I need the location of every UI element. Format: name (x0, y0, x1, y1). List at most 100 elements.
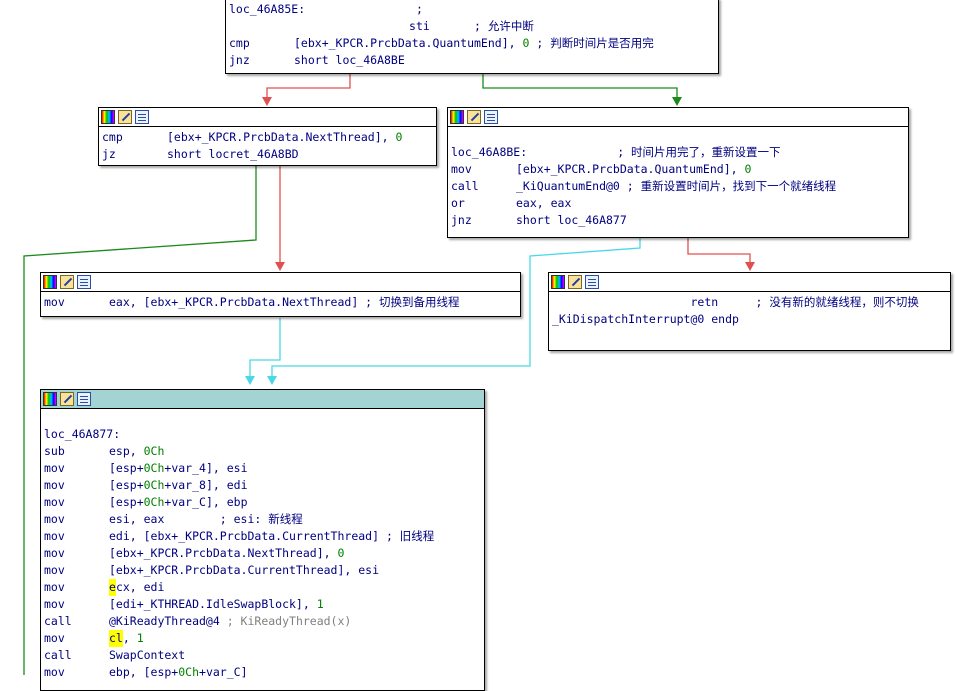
code-operand[interactable]: ebp, [esp+ (109, 665, 179, 679)
color-palette-icon[interactable] (450, 110, 464, 124)
code-number[interactable]: 0 (522, 36, 530, 50)
group-nodes-icon[interactable] (77, 392, 91, 406)
code-line[interactable]: _KiDispatchInterrupt@0 endp (552, 311, 947, 328)
code-padding[interactable] (552, 294, 690, 311)
code-operand[interactable]: _KiQuantumEnd@0 (516, 179, 620, 193)
code-label[interactable]: loc_46A85E: (229, 2, 306, 16)
code-mnemonic[interactable]: mov (44, 597, 65, 611)
code-mnemonic[interactable]: mov (44, 495, 65, 509)
code-line[interactable]: mov [ebx+_KPCR.PrcbData.CurrentThread], e… (44, 562, 481, 579)
code-line[interactable]: mov[edi+_KTHREAD.IdleSwapBlock], 1 (44, 596, 481, 613)
code-line[interactable]: mov[esp+0Ch+var_8], edi (44, 477, 481, 494)
code-line[interactable]: retn; 没有新的就绪线程，则不切换 (552, 294, 947, 311)
code-mnemonic[interactable]: cmp (102, 130, 123, 144)
group-nodes-icon[interactable] (135, 110, 149, 124)
code-operand[interactable]: esi, eax (109, 512, 165, 526)
code-comment[interactable]: ; (415, 2, 423, 16)
code-number[interactable]: 0 (744, 162, 752, 176)
code-comment[interactable]: ; esi: 新线程 (164, 512, 303, 526)
code-line[interactable]: jnz short loc_46A877 (451, 212, 905, 229)
code-mnemonic[interactable]: jnz (229, 53, 250, 67)
code-operand[interactable]: +var_C], ebp (164, 495, 248, 509)
code-padding[interactable] (527, 144, 617, 161)
code-operand[interactable]: +var_8], edi (164, 478, 248, 492)
code-number[interactable]: 1 (136, 631, 144, 645)
code-line[interactable]: sti ; 允许中断 (229, 18, 715, 35)
code-mnemonic[interactable]: mov (44, 512, 65, 526)
code-line[interactable]: mov esi, eax ; esi: 新线程 (44, 511, 481, 528)
code-line[interactable]: mov[esp+0Ch+var_C], ebp (44, 494, 481, 511)
code-mnemonic[interactable]: mov (451, 162, 472, 176)
code-operand[interactable]: short loc_46A877 (516, 213, 627, 227)
code-operand[interactable]: +var_4], esi (164, 461, 248, 475)
code-comment[interactable]: ; 切换到备用线程 (358, 295, 460, 309)
code-operand[interactable]: [ebx+_KPCR.PrcbData.QuantumEnd], (516, 162, 745, 176)
code-operand[interactable]: [ebx+_KPCR.PrcbData.CurrentThread], esi (109, 563, 380, 577)
code-operand[interactable]: @KiReadyThread@4 (109, 614, 220, 628)
code-line[interactable]: loc_46A85E: ; (229, 1, 715, 18)
code-operand[interactable]: [ebx+_KPCR.PrcbData.QuantumEnd], (294, 36, 523, 50)
node-titlebar[interactable] (41, 273, 520, 292)
code-operand[interactable]: +var_C] (199, 665, 248, 679)
code-operand[interactable]: esp, (109, 444, 144, 458)
code-operand[interactable]: edi, [ebx+_KPCR.PrcbData.CurrentThread] (109, 529, 380, 543)
code-mnemonic[interactable]: sti (409, 19, 430, 33)
code-number[interactable]: 0Ch (143, 461, 165, 475)
graph-node-top[interactable]: loc_46A85E: ; sti ; 允许中断 cmp [ebx+_KPCR.Prc… (225, 0, 719, 74)
code-line[interactable]: mov[esp+0Ch+var_4], esi (44, 460, 481, 477)
code-mnemonic[interactable]: call (451, 179, 479, 193)
code-line[interactable]: mov [ebx+_KPCR.PrcbData.QuantumEnd], 0 (451, 161, 905, 178)
code-mnemonic[interactable]: sub (44, 444, 65, 458)
code-operand[interactable]: [ebx+_KPCR.PrcbData.NextThread], (167, 130, 396, 144)
code-operand[interactable]: cx, edi (115, 580, 165, 594)
code-mnemonic[interactable]: mov (44, 478, 65, 492)
node-titlebar-active[interactable] (41, 390, 484, 409)
color-palette-icon[interactable] (101, 110, 115, 124)
code-number[interactable]: 0 (337, 546, 345, 560)
graph-node-retn[interactable]: retn; 没有新的就绪线程，则不切换_KiDispatchInterrupt@… (548, 272, 951, 351)
code-operand[interactable]: SwapContext (109, 648, 186, 662)
code-mnemonic[interactable]: call (44, 648, 72, 662)
group-nodes-icon[interactable] (585, 275, 599, 289)
code-auto-comment[interactable]: ; KiReadyThread(x) (219, 614, 352, 628)
code-line[interactable]: mov edi, [ebx+_KPCR.PrcbData.CurrentThrea… (44, 528, 481, 545)
code-padding[interactable] (305, 1, 416, 18)
rename-pencil-icon[interactable] (568, 275, 582, 289)
code-number[interactable]: 0Ch (178, 665, 200, 679)
code-mnemonic[interactable]: mov (44, 295, 65, 309)
code-mnemonic[interactable]: mov (44, 529, 65, 543)
code-label[interactable]: loc_46A877: (44, 427, 121, 441)
code-operand[interactable]: [esp+ (109, 478, 144, 492)
code-operand[interactable]: eax, [ebx+_KPCR.PrcbData.NextThread] (109, 295, 359, 309)
node-titlebar[interactable] (99, 108, 436, 127)
code-comment[interactable]: ; 允许中断 (474, 19, 534, 33)
code-operand[interactable]: eax, eax (516, 196, 572, 210)
code-mnemonic[interactable]: mov (44, 631, 65, 645)
highlighted-register[interactable]: e (109, 579, 116, 596)
code-operand[interactable]: [ebx+_KPCR.PrcbData.NextThread], (109, 546, 338, 560)
code-mnemonic[interactable]: or (451, 196, 465, 210)
node-titlebar[interactable] (549, 273, 950, 292)
code-line[interactable]: cmp[ebx+_KPCR.PrcbData.NextThread], 0 (102, 129, 433, 146)
code-operand[interactable]: short locret_46A8BD (167, 147, 299, 161)
code-mnemonic[interactable]: mov (44, 563, 65, 577)
code-comment[interactable]: ; 重新设置时间片，找到下一个就绪线程 (619, 179, 837, 193)
code-label[interactable]: _KiDispatchInterrupt@0 endp (552, 312, 739, 326)
code-mnemonic[interactable]: jnz (451, 213, 472, 227)
code-line[interactable]: or eax, eax (451, 195, 905, 212)
code-mnemonic[interactable]: mov (44, 580, 65, 594)
code-operand[interactable]: [edi+_KTHREAD.IdleSwapBlock], (109, 597, 317, 611)
code-line[interactable]: loc_46A877: (44, 426, 481, 443)
code-mnemonic[interactable]: mov (44, 546, 65, 560)
code-mnemonic[interactable]: mov (44, 665, 65, 679)
code-mnemonic[interactable]: cmp (229, 36, 250, 50)
